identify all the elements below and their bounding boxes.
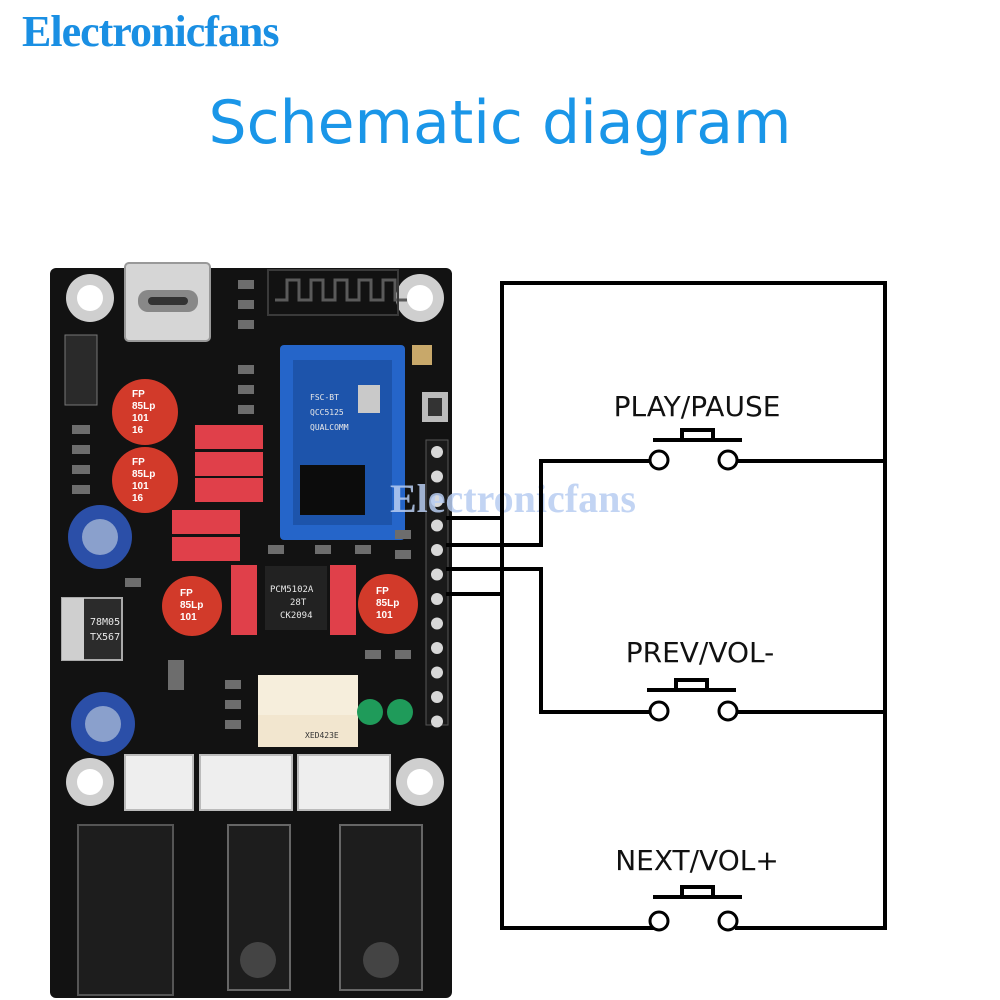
watermark: Electronicfans [390,476,636,521]
svg-text:16: 16 [132,425,144,436]
page-title: Schematic diagram [208,88,792,158]
capacitor-red-2: FP 85Lp 101 16 [112,447,178,513]
button-label-next: NEXT/VOL+ [615,844,779,877]
svg-text:FP: FP [132,389,145,400]
dc-jack [77,824,174,996]
bluetooth-module: FSC-BT QCC5125 QUALCOMM [280,345,405,540]
header-pin [431,544,443,556]
button-prev-vol-down: PREV/VOL- [626,636,775,722]
pcb-board: FSC-BT QCC5125 QUALCOMM FP 85Lp 101 16 F… [50,262,452,998]
wire-common-left [500,518,660,930]
svg-text:PCM5102A: PCM5102A [270,585,314,595]
antenna-trace [275,278,407,302]
pin-header [425,439,449,728]
svg-text:XED423E: XED423E [305,731,339,740]
dac-chip: PCM5102A 28T CK2094 [265,566,327,630]
led-green-2 [387,699,413,725]
relay: XED423E [258,675,358,747]
button-play-pause: PLAY/PAUSE [614,390,781,471]
header-pin [431,715,443,728]
header-pin [431,495,443,507]
svg-text:CK2094: CK2094 [280,611,313,621]
header-pin [431,666,443,679]
button-label-play-pause: PLAY/PAUSE [614,390,781,423]
button-next-vol-up: NEXT/VOL+ [615,844,779,932]
header-pin [431,568,443,581]
smd-diode [64,334,98,406]
svg-text:78M05: 78M05 [90,617,120,628]
module-text-3: QUALCOMM [310,423,349,432]
smd-components [72,280,411,729]
svg-text:FP: FP [132,457,145,468]
module-text-2: QCC5125 [310,408,344,417]
led-green-1 [357,699,383,725]
wire-play-pause [446,459,659,547]
svg-text:FP: FP [180,588,193,599]
header-pin [431,691,443,703]
header-pin [431,446,443,458]
svg-text:85Lp: 85Lp [132,401,155,412]
capacitor-red-4: FP 85Lp 101 [358,574,418,634]
module-text-1: FSC-BT [310,393,339,402]
header-pin [431,593,443,605]
brand-logo: Electronicfans [22,7,279,56]
jst-connectors [124,754,391,811]
mounting-holes [66,274,444,806]
usb-c-connector [124,262,211,342]
svg-text:16: 16 [132,493,144,504]
header-pin [431,617,443,630]
header-pin [431,519,443,532]
capacitor-red-1: FP 85Lp 101 16 [112,379,178,445]
svg-text:101: 101 [376,610,393,621]
svg-text:101: 101 [132,413,149,424]
button-label-prev: PREV/VOL- [626,636,775,669]
svg-text:101: 101 [180,612,197,623]
header-pin [431,642,443,654]
wire-common [446,281,887,930]
svg-text:85Lp: 85Lp [376,598,399,609]
svg-text:85Lp: 85Lp [132,469,155,480]
svg-text:FP: FP [376,586,389,597]
film-capacitors [172,425,356,635]
svg-text:TX567: TX567 [90,632,120,643]
voltage-regulator: 78M05 TX567 [61,597,123,661]
svg-text:101: 101 [132,481,149,492]
capacitor-red-3: FP 85Lp 101 [162,576,222,636]
capacitor-blue-2 [71,692,135,756]
svg-text:85Lp: 85Lp [180,600,203,611]
wiring [446,281,887,930]
ufl-connector [412,345,432,365]
capacitor-blue-1 [68,505,132,569]
svg-text:28T: 28T [290,598,307,608]
wire-prev [446,567,659,714]
header-pin [431,470,443,483]
